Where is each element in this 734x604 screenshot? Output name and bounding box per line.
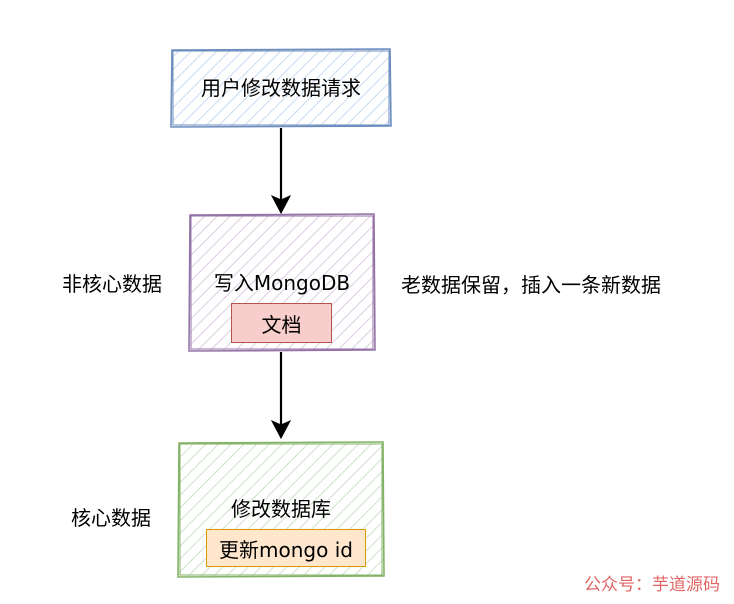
non-core-data-label: 非核心数据 xyxy=(62,272,162,296)
arrow-mongo-to-db xyxy=(270,352,292,440)
request-node-label: 用户修改数据请求 xyxy=(201,76,361,100)
arrow-request-to-mongo xyxy=(270,128,292,215)
mongo-node-label: 写入MongoDB xyxy=(213,271,351,295)
update-mongo-id-box: 更新mongo id xyxy=(206,529,366,567)
core-data-label: 核心数据 xyxy=(71,506,151,530)
db-node-label: 修改数据库 xyxy=(231,497,331,521)
keep-old-data-label: 老数据保留，插入一条新数据 xyxy=(401,273,661,297)
document-box: 文档 xyxy=(231,303,332,343)
watermark-text: 公众号：芋道源码 xyxy=(584,575,720,595)
request-node xyxy=(170,48,392,128)
